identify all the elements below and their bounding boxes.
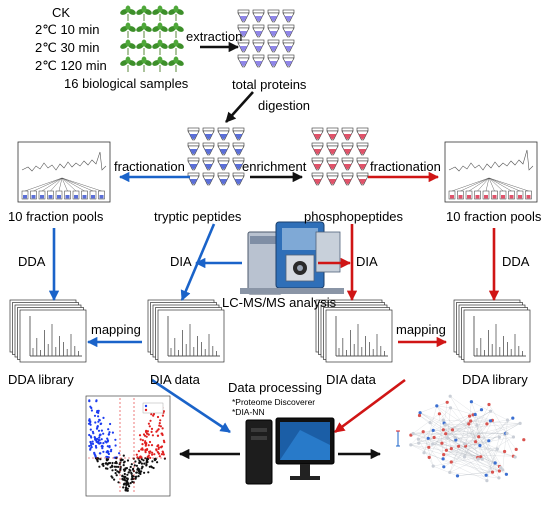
dda-library-left-label: DDA library bbox=[8, 372, 74, 387]
dia-data-right-label: DIA data bbox=[326, 372, 376, 387]
mass-spectrometer-icon bbox=[240, 221, 344, 295]
processing-left-arrow bbox=[151, 378, 231, 434]
fractionation-right-label: fractionation bbox=[370, 159, 441, 174]
network-icon bbox=[396, 394, 526, 483]
dia-right-label: DIA bbox=[356, 254, 378, 269]
condition-ck: CK bbox=[52, 5, 71, 20]
pools-right-label: 10 fraction pools bbox=[446, 209, 542, 224]
dda-library-right-label: DDA library bbox=[462, 372, 528, 387]
software-proteome-discoverer: *Proteome Discoverer bbox=[232, 397, 316, 407]
volcano-plot-icon bbox=[85, 395, 171, 497]
digestion-label: digestion bbox=[258, 98, 311, 113]
tryptic-label: tryptic peptides bbox=[154, 209, 242, 224]
arrows bbox=[48, 41, 500, 460]
phospho-label: phosphopeptides bbox=[304, 209, 404, 224]
tryptic-peptides-tubes-icon bbox=[187, 127, 245, 186]
data-processing-label: Data processing bbox=[228, 380, 322, 395]
samples-label: 16 biological samples bbox=[64, 76, 189, 91]
dda-library-left-stack-icon bbox=[9, 299, 87, 363]
chromatogram-left-icon bbox=[17, 141, 111, 203]
pools-left-label: 10 fraction pools bbox=[8, 209, 104, 224]
condition-10min: 2℃ 10 min bbox=[35, 22, 100, 37]
dia-data-left-stack-icon bbox=[147, 299, 225, 363]
proteins-label: total proteins bbox=[232, 77, 307, 92]
lcms-label: LC-MS/MS analysis bbox=[222, 295, 337, 310]
dia-data-right-stack-icon bbox=[315, 299, 393, 363]
dda-library-right-stack-icon bbox=[453, 299, 531, 363]
fractionation-left-label: fractionation bbox=[114, 159, 185, 174]
condition-30min: 2℃ 30 min bbox=[35, 40, 100, 55]
processing-right-arrow bbox=[334, 378, 406, 434]
dia-left-label: DIA bbox=[170, 254, 192, 269]
enrichment-label: enrichment bbox=[242, 159, 307, 174]
plant-samples-icon bbox=[120, 5, 184, 72]
mapping-right-label: mapping bbox=[396, 322, 446, 337]
computer-icon bbox=[245, 417, 335, 485]
mapping-left-label: mapping bbox=[91, 322, 141, 337]
software-dia-nn: *DIA-NN bbox=[232, 407, 265, 417]
extraction-label: extraction bbox=[186, 29, 243, 44]
chromatogram-right-icon bbox=[444, 141, 538, 203]
condition-120min: 2℃ 120 min bbox=[35, 58, 107, 73]
phosphopeptides-tubes-icon bbox=[311, 127, 369, 186]
total-proteins-tubes-icon bbox=[237, 9, 295, 68]
dda-left-label: DDA bbox=[18, 254, 46, 269]
digestion-arrow bbox=[225, 91, 254, 123]
dia-data-left-label: DIA data bbox=[150, 372, 200, 387]
dda-right-label: DDA bbox=[502, 254, 530, 269]
